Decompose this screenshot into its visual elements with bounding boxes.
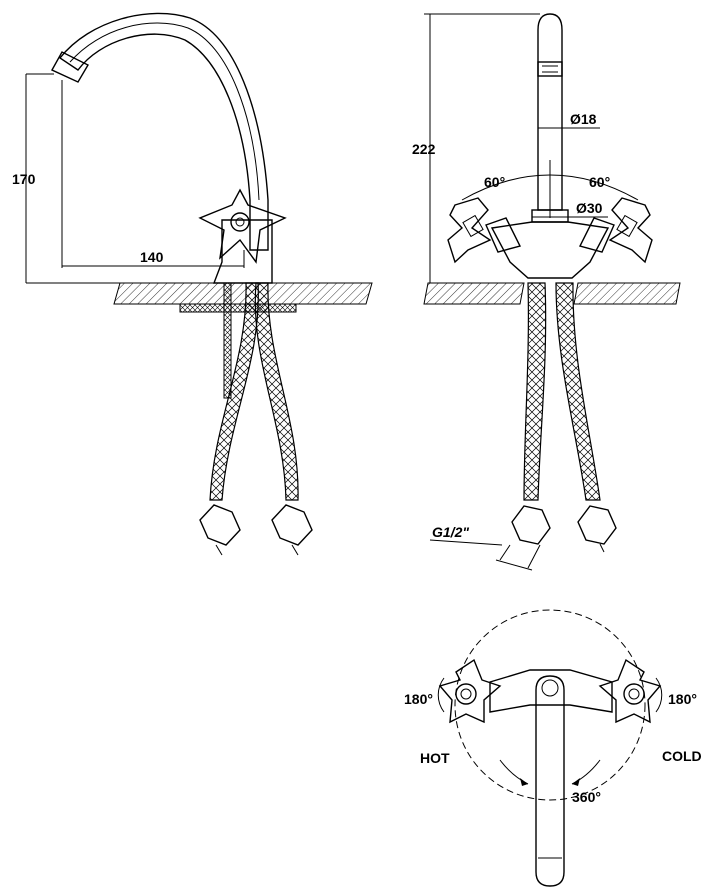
- handle-left-top: [438, 658, 502, 724]
- hose-right-front: [555, 282, 601, 501]
- rotation-circle: [454, 609, 646, 801]
- body-top: [489, 669, 613, 713]
- handle-right-top: [598, 658, 662, 724]
- dim-label-d30: Ø30: [576, 200, 603, 216]
- label-hot: HOT: [420, 750, 450, 766]
- handle-cross-side: [198, 188, 287, 264]
- top-view: 180° 180° HOT COLD 360°: [404, 609, 702, 887]
- spout-side: [58, 12, 269, 251]
- rotation-label-left: 180°: [404, 691, 433, 707]
- mounting-plate: [179, 303, 297, 313]
- hose-left-front: [523, 282, 547, 501]
- dim-label-170: 170: [12, 171, 36, 187]
- spout-top: [535, 675, 565, 887]
- hose-nut-right: [271, 504, 313, 546]
- handle-right-front: [608, 197, 653, 264]
- body-front: [490, 221, 610, 279]
- hose-nut-left: [199, 504, 241, 546]
- countertop-front-right: [573, 282, 681, 305]
- rotation-label-right: 180°: [668, 691, 697, 707]
- spout-rotation-arrow-left: [499, 759, 529, 785]
- spout-rotation-arrow-right: [571, 759, 601, 785]
- label-cold: COLD: [662, 748, 702, 764]
- rotation-arc-right: [655, 677, 663, 713]
- dim-label-140: 140: [140, 249, 164, 265]
- side-view: 170 140: [12, 12, 373, 556]
- dim-label-thread: G1/2": [432, 524, 469, 540]
- angle-label-right: 60°: [589, 174, 610, 190]
- arm-right-front: [578, 217, 615, 253]
- dim-label-222: 222: [412, 141, 436, 157]
- rotation-label-spout: 360°: [572, 789, 601, 805]
- hose-left-side: [209, 282, 259, 501]
- handle-left-front: [447, 197, 492, 264]
- hose-nut-left-front: [511, 505, 551, 545]
- front-view: 60° 60° Ø18 Ø30 222 G1/2": [412, 13, 681, 571]
- aerator-side: [51, 51, 89, 83]
- rotation-arc-left: [437, 677, 445, 713]
- arm-left-front: [485, 217, 522, 253]
- angle-label-left: 60°: [484, 174, 505, 190]
- countertop-side: [113, 282, 373, 305]
- countertop-front-left: [423, 282, 525, 305]
- spout-tube-front: [537, 13, 563, 211]
- dim-label-d18: Ø18: [570, 111, 597, 127]
- aerator-front: [537, 61, 563, 77]
- hose-nut-right-front: [577, 505, 617, 545]
- body-side: [212, 219, 273, 284]
- threaded-rod: [223, 282, 232, 399]
- hose-right-side: [254, 282, 299, 501]
